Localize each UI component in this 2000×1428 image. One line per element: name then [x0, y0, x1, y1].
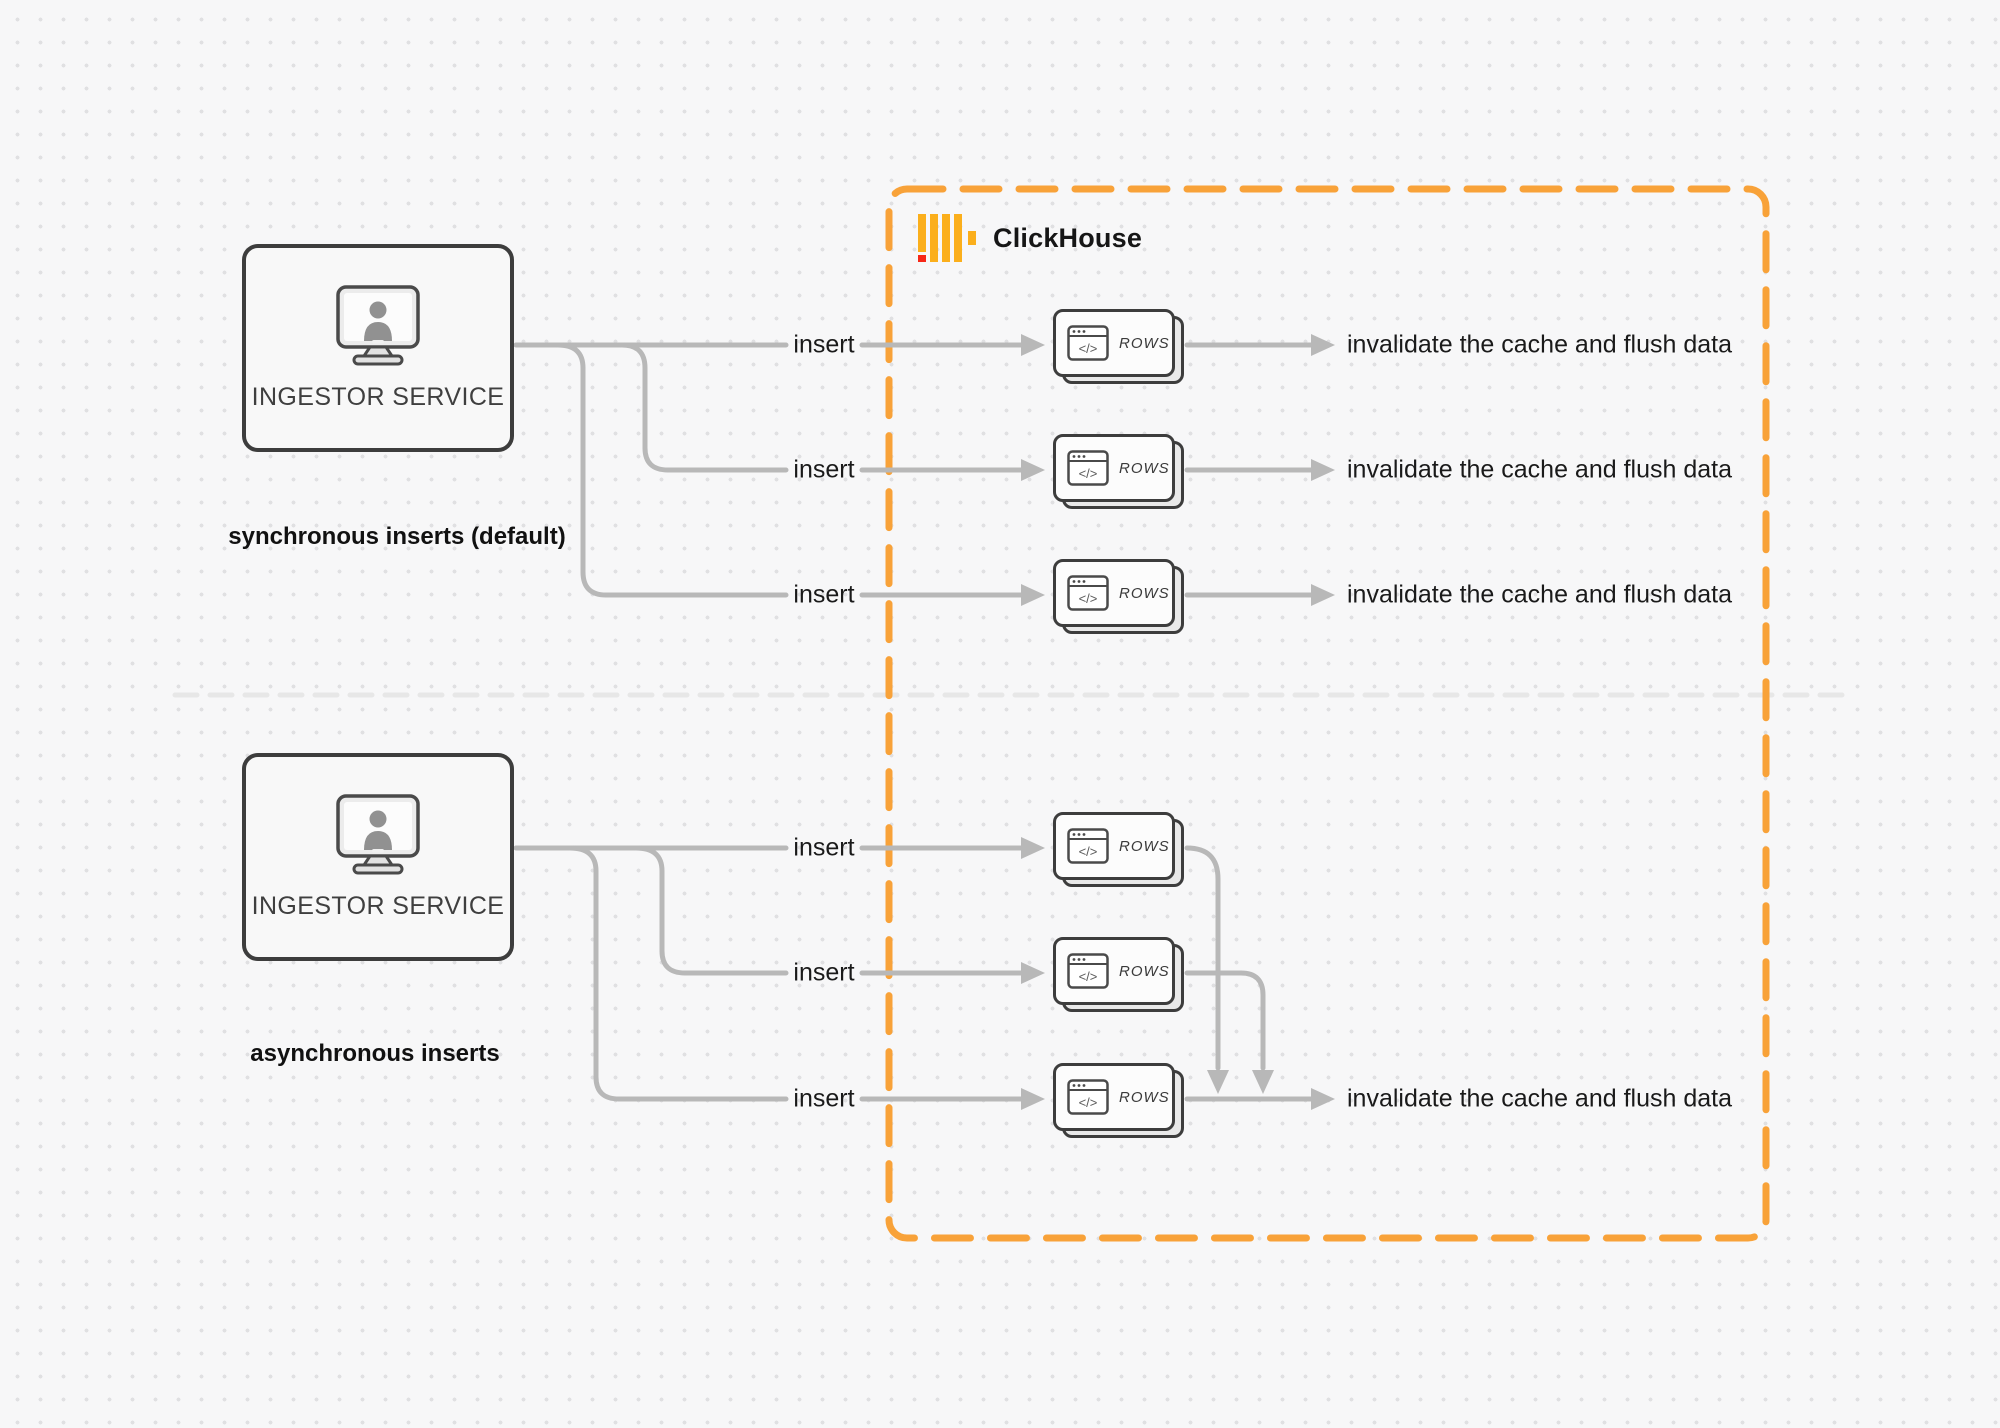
- result-label: invalidate the cache and flush data: [1347, 1084, 1732, 1113]
- code-glyph: </>: [1079, 466, 1098, 481]
- code-glyph: </>: [1079, 341, 1098, 356]
- browser-code-icon: </>: [1067, 325, 1109, 361]
- rows-label: ROWS: [1119, 334, 1170, 352]
- stacked-card-front: </> ROWS: [1053, 434, 1175, 502]
- code-glyph: </>: [1079, 1095, 1098, 1110]
- stacked-card-front: </> ROWS: [1053, 937, 1175, 1005]
- rows-label: ROWS: [1119, 837, 1170, 855]
- sync-branch-row3: [555, 342, 789, 598]
- stacked-card-front: </> ROWS: [1053, 559, 1175, 627]
- rows-label: ROWS: [1119, 962, 1170, 980]
- arrowhead-right: [1021, 837, 1045, 859]
- async-row2-merge-line: [1184, 970, 1266, 1071]
- code-glyph: </>: [1079, 844, 1098, 859]
- rows-label: ROWS: [1119, 584, 1170, 602]
- async-branch-row2: [633, 845, 789, 976]
- browser-code-icon: </>: [1067, 953, 1109, 989]
- arrowhead-right: [1021, 334, 1045, 356]
- browser-code-icon: </>: [1067, 1079, 1109, 1115]
- result-label: invalidate the cache and flush data: [1347, 455, 1732, 484]
- rows-node: </> ROWS: [1053, 434, 1185, 511]
- insert-label: insert: [793, 580, 855, 609]
- insert-label: insert: [793, 1084, 855, 1113]
- browser-code-icon: </>: [1067, 575, 1109, 611]
- monitor-with-user-icon: [336, 285, 420, 366]
- insert-label: insert: [793, 330, 855, 359]
- clickhouse-logo: ClickHouse: [918, 214, 1142, 262]
- code-glyph: </>: [1079, 591, 1098, 606]
- browser-code-icon: </>: [1067, 450, 1109, 486]
- rows-node: </> ROWS: [1053, 1063, 1185, 1140]
- arrowhead-right: [1311, 584, 1335, 606]
- browser-code-icon: </>: [1067, 828, 1109, 864]
- stacked-card-front: </> ROWS: [1053, 1063, 1175, 1131]
- ingestor-service-label: INGESTOR SERVICE: [251, 383, 505, 411]
- sync-caption: synchronous inserts (default): [228, 523, 566, 550]
- arrowhead-down: [1252, 1070, 1274, 1094]
- rows-node: </> ROWS: [1053, 812, 1185, 889]
- rows-label: ROWS: [1119, 459, 1170, 477]
- arrowhead-right: [1021, 1088, 1045, 1110]
- insert-label: insert: [793, 958, 855, 987]
- async-caption: asynchronous inserts: [250, 1040, 500, 1067]
- rows-node: </> ROWS: [1053, 559, 1185, 636]
- rows-label: ROWS: [1119, 1088, 1170, 1106]
- insert-label: insert: [793, 455, 855, 484]
- stacked-card-front: </> ROWS: [1053, 812, 1175, 880]
- arrowhead-right: [1021, 584, 1045, 606]
- clickhouse-bars-icon: [918, 214, 976, 262]
- monitor-with-user-icon: [336, 794, 420, 875]
- sync-branch-row2: [619, 342, 789, 473]
- stacked-card-front: </> ROWS: [1053, 309, 1175, 377]
- arrowhead-right: [1311, 334, 1335, 356]
- rows-node: </> ROWS: [1053, 309, 1185, 386]
- clickhouse-label: ClickHouse: [993, 222, 1143, 253]
- arrowhead-right: [1311, 459, 1335, 481]
- ingestor-service-label: INGESTOR SERVICE: [251, 892, 505, 920]
- async-row1-merge-line: [1184, 845, 1221, 1071]
- async-branch-row3: [567, 845, 789, 1102]
- arrowhead-right: [1021, 459, 1045, 481]
- result-label: invalidate the cache and flush data: [1347, 330, 1732, 359]
- code-glyph: </>: [1079, 969, 1098, 984]
- ingestor-service-box-async: INGESTOR SERVICE: [242, 753, 514, 961]
- arrowhead-right: [1021, 962, 1045, 984]
- result-label: invalidate the cache and flush data: [1347, 580, 1732, 609]
- arrowhead-right: [1311, 1088, 1335, 1110]
- ingestor-service-box-sync: INGESTOR SERVICE: [242, 244, 514, 452]
- rows-node: </> ROWS: [1053, 937, 1185, 1014]
- insert-label: insert: [793, 833, 855, 862]
- arrowhead-down: [1207, 1070, 1229, 1094]
